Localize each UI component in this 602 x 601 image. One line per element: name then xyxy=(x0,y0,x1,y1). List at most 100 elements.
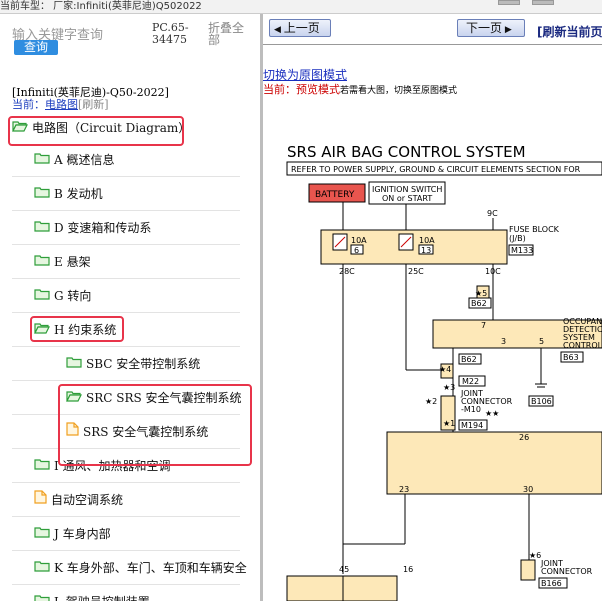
b63: B63 xyxy=(563,353,579,362)
fuse2-amp: 10A xyxy=(419,236,435,245)
current-location-link[interactable]: 电路图 xyxy=(45,98,78,111)
arrow-left-icon: ◀ xyxy=(274,25,284,35)
mark-5: ★5 xyxy=(475,289,487,298)
nav-divider xyxy=(263,44,602,45)
occupant-label-3: SYSTEM xyxy=(563,333,595,342)
tree-item-4[interactable]: E 悬架 xyxy=(34,252,91,272)
left-panel: 输入关键字查询 查询 PC.65-34475 折叠全部 [Infiniti(英菲… xyxy=(0,14,260,601)
m22-box xyxy=(458,375,486,387)
battery-label: BATTERY xyxy=(315,190,355,200)
fuse-conn-box xyxy=(508,244,534,256)
next-page-button[interactable]: 下一页 ▶ xyxy=(457,19,525,37)
toolbar-button[interactable] xyxy=(532,0,554,5)
diagram-title: SRS AIR BAG CONTROL SYSTEM xyxy=(287,143,526,161)
fuse2-num: 13 xyxy=(421,246,431,255)
folder-open-icon xyxy=(66,388,82,408)
fuse1-num: 6 xyxy=(354,246,359,255)
b166: B166 xyxy=(541,579,562,588)
fuse-block-label-2: (J/B) xyxy=(509,234,526,243)
folder-icon xyxy=(34,592,50,601)
tree-divider xyxy=(12,312,240,313)
refresh-page-title[interactable]: [刷新当前页 xyxy=(537,25,602,39)
tree-item-11[interactable]: 自动空调系统 xyxy=(34,489,124,510)
search-input[interactable]: 输入关键字查询 xyxy=(12,28,104,43)
tree-item-1[interactable]: A 概述信息 xyxy=(34,150,114,170)
b166-box xyxy=(538,577,568,589)
folder-open-icon xyxy=(34,320,50,340)
tree-divider xyxy=(12,176,240,177)
toolbar-button[interactable] xyxy=(498,0,520,5)
pin-28c: 28C xyxy=(339,267,355,276)
joint-label-2: CONNECTOR xyxy=(461,397,513,406)
fuse2-num-box xyxy=(418,244,434,255)
tree-item-2[interactable]: B 发动机 xyxy=(34,184,103,204)
b62-b: B62 xyxy=(461,355,477,364)
pin-3: 3 xyxy=(501,337,506,346)
folder-icon xyxy=(34,184,50,204)
tree-item-3[interactable]: D 变速箱和传动系 xyxy=(34,218,151,238)
folder-icon xyxy=(34,558,50,578)
tree-item-5[interactable]: G 转向 xyxy=(34,286,91,306)
switch-original-mode-link[interactable]: 切换为原图模式 xyxy=(263,68,348,82)
tree-item-14[interactable]: L 驾驶员控制装置 xyxy=(34,592,150,601)
pin-5: 5 xyxy=(539,337,544,346)
tree-divider xyxy=(12,346,240,347)
mark-4: ★4 xyxy=(439,365,451,374)
tree-item-9[interactable]: SRS 安全气囊控制系统 xyxy=(66,421,209,442)
mode-label: 当前：预览模式 xyxy=(263,83,340,96)
preview-mode-status: 当前：预览模式若需看大图，切换至原图模式 xyxy=(263,81,457,97)
joint2-label-2: CONNECTOR xyxy=(541,567,593,576)
tree-divider xyxy=(12,448,240,449)
pin-45: 45 xyxy=(339,565,349,574)
tree-item-label: L 驾驶员控制装置 xyxy=(54,595,150,601)
occupant-label-4: CONTROL xyxy=(563,341,602,350)
tree-item-0[interactable]: 电路图（Circuit Diagram） xyxy=(12,118,190,138)
tree-item-label: H 约束系统 xyxy=(54,323,117,337)
model-line: [Infiniti(英菲尼迪)-Q50-2022] xyxy=(12,86,169,99)
tree-divider xyxy=(12,584,240,585)
pin-26: 26 xyxy=(519,433,529,442)
joint-label-1: JOINT xyxy=(460,389,483,398)
pin-16: 16 xyxy=(403,565,413,574)
tree-item-label: 自动空调系统 xyxy=(51,493,124,507)
collapse-all-link[interactable]: 折叠全部 xyxy=(208,21,245,47)
b63-box xyxy=(560,351,584,363)
air-bag-unit-box xyxy=(386,431,602,495)
joint-stars: ★★ xyxy=(485,409,499,418)
panel-splitter[interactable] xyxy=(260,14,263,601)
joint-connector-box-2 xyxy=(520,559,536,581)
tree-item-6[interactable]: H 约束系统 xyxy=(34,320,116,340)
wiring-diagram: SRS AIR BAG CONTROL SYSTEM REFER TO POWE… xyxy=(286,143,602,601)
tree-item-7[interactable]: SBC 安全带控制系统 xyxy=(66,354,200,374)
refer-text: REFER TO POWER SUPPLY, GROUND & CIRCUIT … xyxy=(291,165,581,174)
tree-divider xyxy=(12,550,240,551)
mark-1: ★1 xyxy=(443,419,455,428)
mark-2: ★2 xyxy=(425,397,437,406)
joint-label-3: -M10 xyxy=(461,405,481,414)
mark-3: ★3 xyxy=(443,383,455,392)
prev-page-button[interactable]: ◀ 上一页 xyxy=(269,19,331,37)
tree-item-label: SRS 安全气囊控制系统 xyxy=(83,425,209,439)
tree-item-label: D 变速箱和传动系 xyxy=(54,221,152,235)
tree-divider xyxy=(12,414,240,415)
fuse-conn: M133 xyxy=(511,246,533,255)
m194: M194 xyxy=(461,421,483,430)
fuse-block-label-1: FUSE BLOCK xyxy=(509,225,560,234)
tree-item-10[interactable]: I 通风、加热器和空调 xyxy=(34,456,171,476)
tree-item-8[interactable]: SRC SRS 安全气囊控制系统 xyxy=(66,388,242,408)
search-button[interactable]: 查询 xyxy=(14,40,58,55)
right-panel: ◀ 上一页 下一页 ▶ [刷新当前页 切换为原图模式 当前：预览模式若需看大图，… xyxy=(263,14,602,601)
tree-item-label: SBC 安全带控制系统 xyxy=(86,357,201,371)
refresh-link[interactable]: [刷新] xyxy=(78,98,109,111)
tree-divider xyxy=(12,210,240,211)
tree-item-label: J 车身内部 xyxy=(54,527,111,541)
fuse-icon xyxy=(440,363,454,379)
tree-item-13[interactable]: K 车身外部、车门、车顶和车辆安全 xyxy=(34,558,247,578)
pc-code: PC.65-34475 xyxy=(152,21,189,46)
pin-25c: 25C xyxy=(408,267,424,276)
ignition-label-1: IGNITION SWITCH xyxy=(372,185,442,194)
b62-a: B62 xyxy=(471,299,487,308)
tree-item-12[interactable]: J 车身内部 xyxy=(34,524,111,544)
tree-item-label: K 车身外部、车门、车顶和车辆安全 xyxy=(54,561,247,575)
refer-box xyxy=(286,161,602,176)
